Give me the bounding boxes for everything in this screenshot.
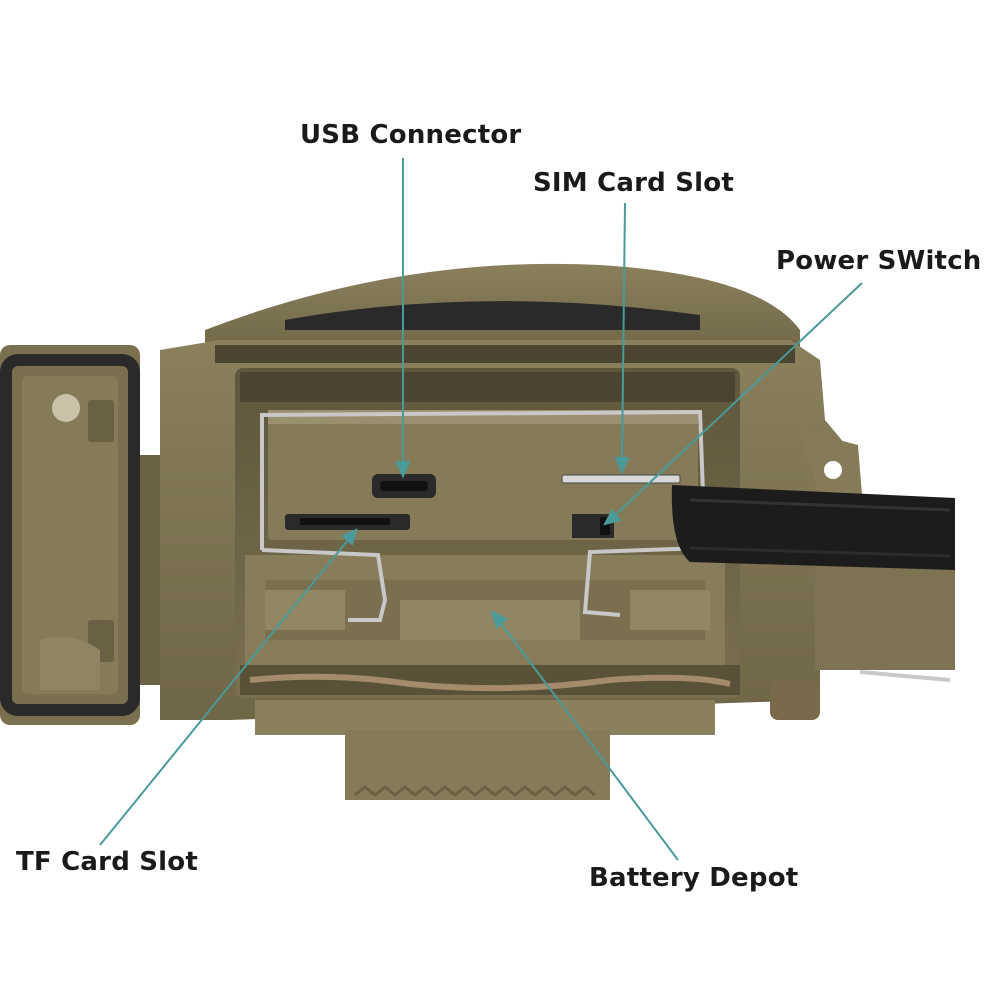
camera-door (0, 345, 140, 725)
power-switch (572, 514, 614, 538)
sim-card-slot-label: SIM Card Slot (533, 168, 734, 198)
arrow-battery-icon (490, 610, 508, 629)
leader-tf (99, 534, 353, 846)
tf-card-slot-label: TF Card Slot (16, 847, 198, 877)
sim-slot (561, 474, 681, 484)
usb-connector-label: USB Connector (300, 120, 522, 150)
leader-battery (496, 617, 679, 861)
velcro-strap (671, 485, 955, 570)
metal-wire-clip (260, 409, 707, 622)
battery-depot-label: Battery Depot (589, 863, 799, 893)
arrow-usb-icon (395, 461, 411, 479)
usb-port (372, 474, 436, 498)
power-switch-label: Power SWitch (776, 246, 982, 276)
arrow-tf-icon (341, 528, 358, 546)
leader-power (609, 282, 863, 521)
arrow-power-icon (603, 509, 622, 526)
leader-lines (99, 158, 863, 861)
arrow-sim-icon (614, 457, 630, 475)
leader-sim (621, 202, 626, 461)
tf-slot (285, 514, 410, 530)
